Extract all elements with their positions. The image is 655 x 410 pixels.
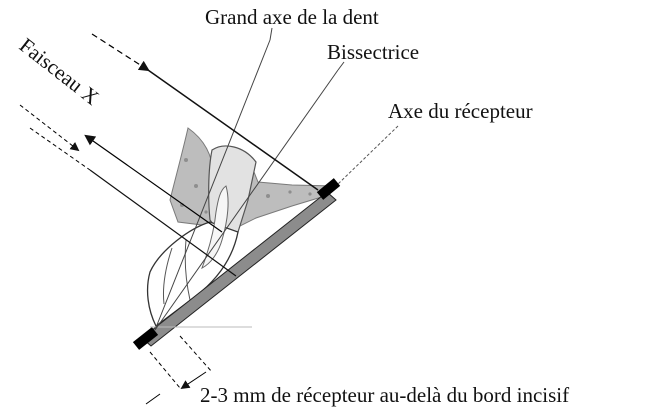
beam-lower-ray-1 — [19, 104, 80, 152]
beam-boundary-upper — [147, 69, 319, 191]
label-beam: Faisceau X — [15, 33, 104, 110]
label-tooth-axis: Grand axe de la dent — [205, 5, 379, 29]
tooth-axis-line — [154, 39, 271, 331]
receptor — [132, 178, 341, 350]
beam-upper-ray — [91, 33, 150, 72]
receptor-film — [141, 191, 337, 347]
margin-arrow — [180, 371, 207, 389]
margin-dashed-2 — [179, 335, 213, 373]
receptor-end-top — [316, 178, 341, 200]
tooth-axis-leader — [269, 27, 273, 41]
label-bisector: Bissectrice — [327, 40, 419, 64]
crown-inner-line — [163, 247, 173, 305]
margin-leader — [145, 393, 161, 405]
label-margin-note: 2-3 mm de récepteur au-delà du bord inci… — [200, 383, 569, 407]
central-ray — [84, 134, 223, 233]
bisector-leader — [337, 61, 345, 71]
beam-lower-ray-2 — [29, 127, 91, 171]
beam-boundary-lower — [89, 169, 237, 277]
receptor-end-bottom — [132, 327, 159, 350]
crown-inner-line-2 — [184, 239, 191, 301]
receptor-axis-line — [337, 125, 399, 185]
label-receptor-axis: Axe du récepteur — [388, 99, 533, 123]
margin-dashed-1 — [149, 351, 181, 389]
tooth — [146, 127, 337, 327]
bisector-line — [154, 69, 339, 331]
